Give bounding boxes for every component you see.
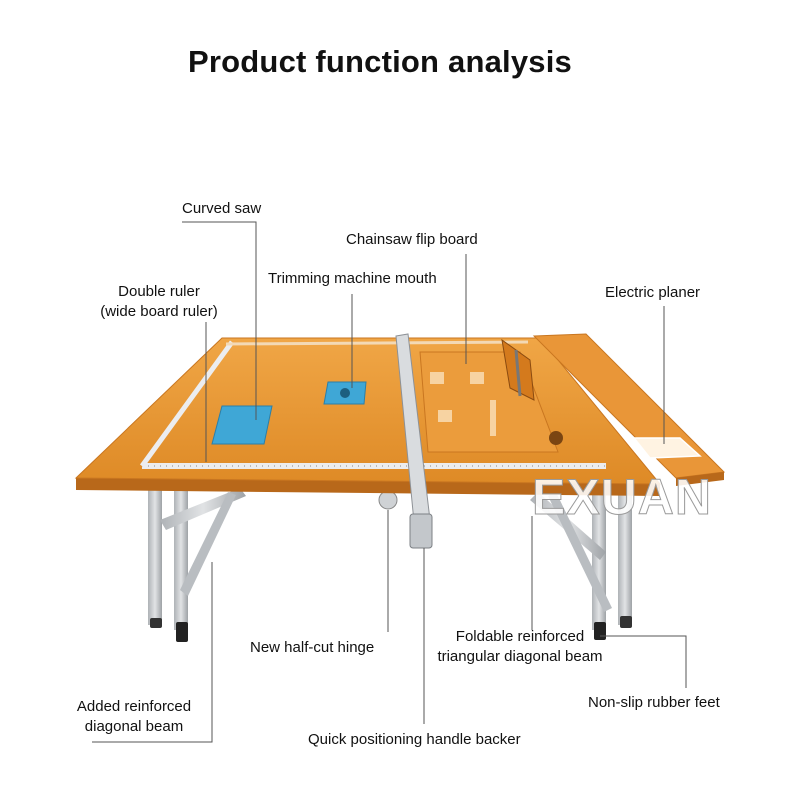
label-foldable-beam-line1: Foldable reinforced (455, 628, 585, 645)
label-chainsaw-flip-board: Chainsaw flip board (346, 231, 478, 248)
right-foot-2 (620, 616, 632, 628)
saw-blade (514, 349, 522, 397)
hinge (378, 490, 398, 510)
left-diagonal-beam (160, 488, 246, 530)
flip-board-cutout-4 (438, 410, 452, 422)
label-double-ruler: Double ruler (wide board ruler) (92, 282, 226, 322)
label-quick-positioning-handle: Quick positioning handle backer (308, 731, 521, 748)
label-added-beam-line1: Added reinforced (76, 698, 192, 715)
leader-curved-saw (182, 221, 257, 420)
label-trimming-machine-mouth: Trimming machine mouth (268, 270, 437, 287)
flip-board-hole (549, 431, 563, 445)
label-curved-saw: Curved saw (182, 200, 262, 217)
leader-lines (92, 221, 687, 743)
page-title: Product function analysis (188, 44, 572, 79)
curved-saw-plate (211, 405, 273, 445)
right-extension-edge (676, 472, 724, 486)
label-double-ruler-line1: Double ruler (118, 283, 200, 300)
label-added-beam: Added reinforced diagonal beam (70, 697, 198, 737)
positioning-handle (409, 513, 433, 549)
label-electric-planer: Electric planer (605, 284, 701, 301)
left-foot (176, 622, 188, 642)
brand-watermark: EXUAN (531, 469, 713, 526)
label-new-half-cut-hinge: New half-cut hinge (250, 639, 375, 656)
trimming-hole (340, 388, 350, 398)
tabletop (74, 333, 726, 549)
right-rear-leg (618, 475, 632, 625)
left-diagonal-beam-2 (180, 492, 236, 596)
label-non-slip-rubber-feet: Non-slip rubber feet (588, 694, 720, 711)
flip-board-cutout-1 (430, 372, 444, 384)
flip-board-cutout-2 (470, 372, 484, 384)
left-side-ruler (139, 340, 235, 468)
label-double-ruler-line2: (wide board ruler) (100, 303, 218, 320)
label-foldable-beam-line2: triangular diagonal beam (437, 648, 603, 665)
left-foot-2 (150, 618, 162, 628)
left-front-leg (148, 490, 162, 625)
top-ruler (225, 340, 529, 346)
leader-non-slip-feet (600, 635, 687, 688)
leader-added-beam (92, 562, 213, 743)
planer-slot (632, 437, 702, 459)
label-added-beam-line2: diagonal beam (84, 718, 184, 735)
right-diagonal-beam-2 (548, 492, 612, 612)
flip-board-cutout-3 (490, 400, 496, 436)
label-foldable-beam: Foldable reinforced triangular diagonal … (430, 627, 610, 667)
